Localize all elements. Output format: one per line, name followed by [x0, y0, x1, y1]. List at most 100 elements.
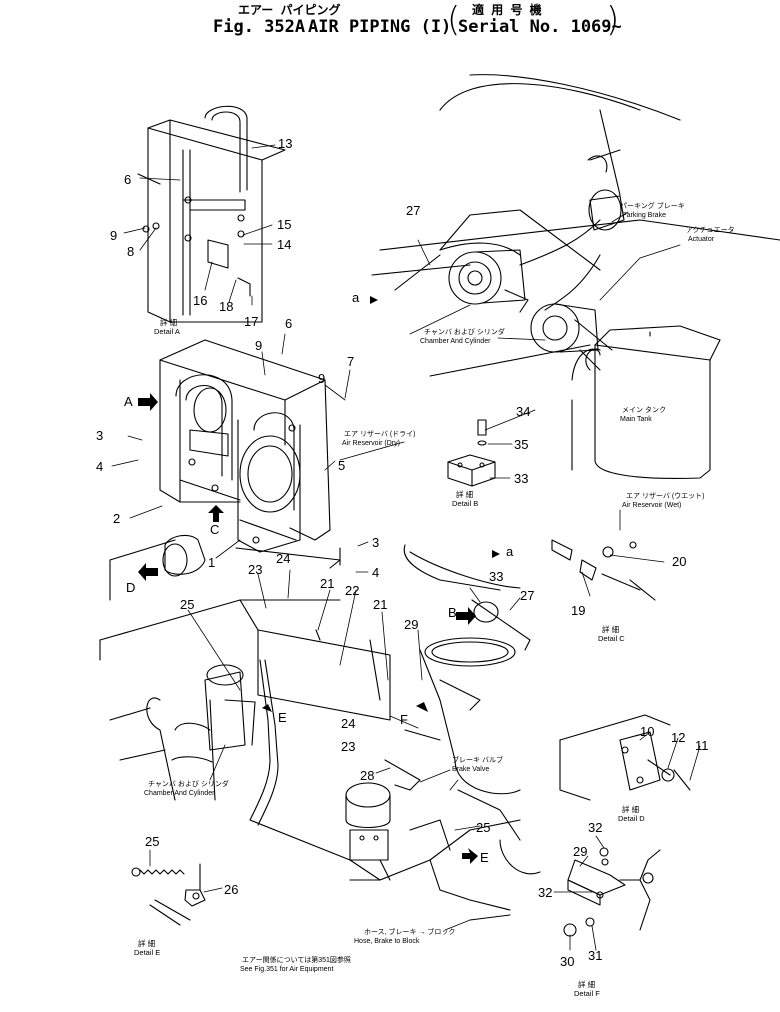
part-31: 31 — [588, 948, 602, 963]
part-26: 26 — [224, 882, 238, 897]
parking-brake-en: Parking Brake — [622, 212, 666, 219]
part-19: 19 — [571, 603, 585, 618]
part-35: 35 — [514, 437, 528, 452]
detail-a-drawing — [137, 105, 286, 323]
part-13: 13 — [278, 136, 292, 151]
detail-b-jp: 詳 細 — [456, 489, 473, 499]
detail-d-drawing — [559, 714, 691, 801]
chamber-bottom-en: Chamber And Cylinder — [144, 790, 215, 797]
part-number-labels: 13 6 9 8 15 14 16 18 17 6 9 7 9 3 4 5 2 … — [96, 136, 735, 998]
part-25a: 25 — [180, 597, 194, 612]
part-17: 17 — [244, 314, 258, 329]
part-8: 8 — [127, 244, 134, 259]
detail-a-en: Detail A — [154, 327, 180, 336]
chamber-cylinder-bottom — [99, 599, 381, 881]
view-d-letter: D — [126, 580, 135, 595]
view-arrows — [138, 296, 500, 864]
air-res-wet-jp: エア リザーバ (ウエット) — [626, 492, 704, 500]
main-tank-jp: メイン タンク — [622, 405, 666, 414]
parking-brake-jp: パーキング ブレーキ — [620, 201, 685, 210]
detail-c-en: Detail C — [598, 634, 625, 643]
serial-jp: 適 用 号 機 — [472, 3, 542, 17]
detail-e-jp: 詳 細 — [138, 938, 155, 948]
actuator-en: Actuator — [688, 236, 715, 243]
hose-jp: ホース, ブレーキ → ブロック — [364, 927, 455, 936]
detail-b-drawing — [447, 419, 496, 487]
part-2: 2 — [113, 511, 120, 526]
part-11: 11 — [695, 738, 709, 753]
part-21a: 21 — [320, 576, 334, 591]
part-29b: 29 — [573, 844, 587, 859]
detail-c-jp: 詳 細 — [602, 624, 619, 634]
part-18: 18 — [219, 299, 233, 314]
part-30: 30 — [560, 954, 574, 969]
part-24a: 24 — [276, 551, 290, 566]
detail-e-en: Detail E — [134, 948, 160, 957]
part-14: 14 — [277, 237, 291, 252]
part-22: 22 — [345, 583, 359, 598]
part-28: 28 — [360, 768, 374, 783]
marker-a-top: a — [352, 290, 360, 305]
detail-f-jp: 詳 細 — [578, 979, 595, 989]
hose-en: Hose, Brake to Block — [354, 938, 420, 945]
title-jp: エアー パイピング — [238, 3, 341, 17]
part-10: 10 — [640, 724, 654, 739]
part-6a: 6 — [124, 172, 131, 187]
part-4a: 4 — [96, 459, 103, 474]
part-27a: 27 — [406, 203, 420, 218]
part-12: 12 — [671, 730, 685, 745]
part-23a: 23 — [248, 562, 262, 577]
plate-22 — [239, 599, 391, 721]
title-en: AIR PIPING (I) — [308, 17, 452, 37]
view-f-letter: F — [400, 712, 408, 727]
paren-right: ) — [606, 0, 620, 40]
parking-brake-assembly — [371, 74, 780, 377]
part-20: 20 — [672, 554, 686, 569]
chamber-top-jp: チャンバ および シリンダ — [424, 327, 505, 336]
part-27b: 27 — [520, 588, 534, 603]
chamber-lower-center — [345, 782, 521, 921]
view-a-letter: A — [124, 394, 133, 409]
view-b-letter: B — [448, 605, 457, 620]
main-tank-en: Main Tank — [620, 416, 652, 423]
part-5: 5 — [338, 458, 345, 473]
view-e-letter-b: E — [480, 850, 489, 865]
see-fig-en: See Fig.351 for Air Equipment — [240, 966, 333, 973]
part-34: 34 — [516, 404, 530, 419]
detail-b-en: Detail B — [452, 499, 478, 508]
detail-d-en: Detail D — [618, 814, 645, 823]
air-res-dry-jp: エア リザーバ (ドライ) — [344, 430, 415, 438]
part-24b: 24 — [341, 716, 355, 731]
brake-pedal-assembly — [384, 544, 541, 875]
leader-lines — [111, 144, 701, 951]
part-25c: 25 — [145, 834, 159, 849]
detail-e-drawing — [131, 863, 206, 926]
part-32b: 32 — [538, 885, 552, 900]
detail-a-jp: 詳 細 — [160, 317, 177, 327]
part-21b: 21 — [373, 597, 387, 612]
brake-valve-jp: ブレーキ バルブ — [452, 755, 503, 764]
part-9b: 9 — [255, 338, 262, 353]
part-16: 16 — [193, 293, 207, 308]
part-9c: 9 — [318, 371, 325, 386]
paren-left: ( — [447, 0, 461, 40]
fig-label: Fig. 352A — [213, 17, 306, 37]
detail-d-jp: 詳 細 — [622, 804, 639, 814]
air-res-wet-en: Air Reservoir (Wet) — [622, 502, 681, 509]
part-6b: 6 — [285, 316, 292, 331]
view-e-letter-a: E — [278, 710, 287, 725]
part-29a: 29 — [404, 617, 418, 632]
part-4b: 4 — [372, 565, 379, 580]
serial-en: Serial No. 1069~ — [458, 17, 622, 37]
part-25b: 25 — [476, 820, 490, 835]
actuator-jp: アクチュエータ — [686, 225, 735, 234]
detail-f-drawing — [563, 847, 661, 937]
part-23b: 23 — [341, 739, 355, 754]
chamber-bottom-jp: チャンバ および シリンダ — [148, 779, 229, 788]
detail-f-en: Detail F — [574, 989, 600, 998]
part-32a: 32 — [588, 820, 602, 835]
view-c-letter: C — [210, 522, 219, 537]
part-3a: 3 — [96, 428, 103, 443]
part-7: 7 — [347, 354, 354, 369]
